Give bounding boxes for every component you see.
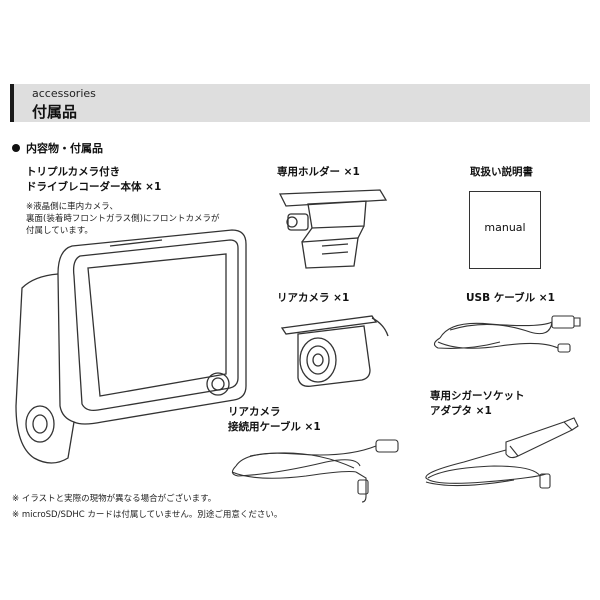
header-title: 付属品 [32, 103, 78, 121]
section-heading: 内容物・付属品 [12, 140, 103, 156]
rear-cable-label: リアカメラ 接続用ケーブル ×1 [228, 405, 321, 435]
section-heading-label: 内容物・付属品 [26, 142, 103, 155]
usb-cable-label: USB ケーブル ×1 [466, 292, 555, 304]
accessories-header: accessories 付属品 [10, 84, 590, 122]
cigar-adapter-label-line1: 専用シガーソケット [430, 390, 525, 402]
bullet-dot-icon [12, 144, 20, 152]
cigar-adapter-illustration [425, 417, 579, 489]
dashcam-label: トリプルカメラ付き ドライブレコーダー本体 ×1 [26, 165, 161, 195]
footnote-line1: ※ イラストと実際の現物が異なる場合がございます。 [12, 494, 217, 504]
rear-cable-label-line2: 接続用ケーブル ×1 [228, 421, 321, 433]
manual-cover-text: manual [484, 221, 526, 234]
dashcam-note-line3: 付属しています。 [26, 226, 93, 236]
manual-label: 取扱い説明書 [470, 166, 533, 178]
cigar-adapter-label-line2: アダプタ ×1 [430, 405, 492, 417]
usb-cable-illustration [433, 315, 581, 353]
rear-cable-label-line1: リアカメラ [228, 406, 281, 418]
dashcam-label-line2: ドライブレコーダー本体 ×1 [26, 181, 162, 193]
dashcam-label-line1: トリプルカメラ付き [26, 166, 121, 178]
dashcam-illustration [15, 229, 247, 464]
holder-label: 専用ホルダー ×1 [277, 166, 360, 178]
rear-camera-label: リアカメラ ×1 [277, 292, 350, 304]
dashcam-note-line1: ※液晶側に車内カメラ、 [26, 202, 118, 212]
cigar-adapter-label: 専用シガーソケット アダプタ ×1 [430, 389, 525, 419]
header-subtitle: accessories [32, 87, 96, 100]
footnote-line2: ※ microSD/SDHC カードは付属していません。別途ご用意ください。 [12, 510, 283, 520]
manual-booklet: manual [469, 191, 541, 269]
rear-camera-illustration [280, 315, 389, 387]
header-accent-bar [10, 84, 14, 122]
dashcam-note-line2: 裏面(装着時フロントガラス側)にフロントカメラが [26, 214, 220, 224]
dashcam-note: ※液晶側に車内カメラ、 裏面(装着時フロントガラス側)にフロントカメラが 付属し… [26, 201, 219, 237]
holder-illustration [278, 189, 388, 269]
rear-cable-illustration [231, 439, 399, 503]
